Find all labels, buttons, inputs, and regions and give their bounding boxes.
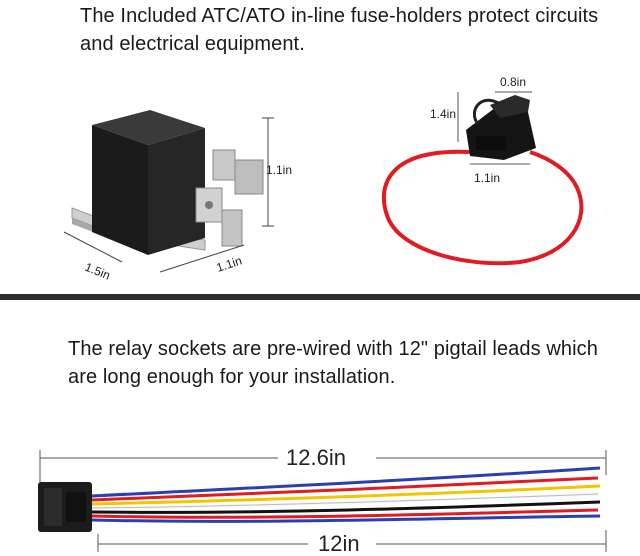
fuse-top-label: 0.8in bbox=[500, 75, 526, 89]
fuse-side-label: 1.4in bbox=[430, 107, 456, 121]
socket-lead-length-label: 12in bbox=[318, 531, 360, 556]
relay-width-label: 1.1in bbox=[215, 253, 244, 274]
relay-socket-caption: The relay sockets are pre-wired with 12"… bbox=[68, 338, 599, 388]
socket-overall-length-label: 12.6in bbox=[286, 445, 346, 470]
relay-height-label: 1.1in bbox=[266, 163, 292, 177]
fuse-holder-image bbox=[381, 91, 584, 266]
fuse-holder-caption: The Included ATC/ATO in-line fuse-holder… bbox=[80, 5, 599, 55]
section-divider bbox=[0, 294, 640, 300]
relay-image bbox=[63, 110, 274, 273]
fuse-bottom-label: 1.1in bbox=[474, 171, 500, 185]
relay-socket-image bbox=[38, 450, 607, 552]
relay-length-label: 1.5in bbox=[83, 260, 112, 283]
